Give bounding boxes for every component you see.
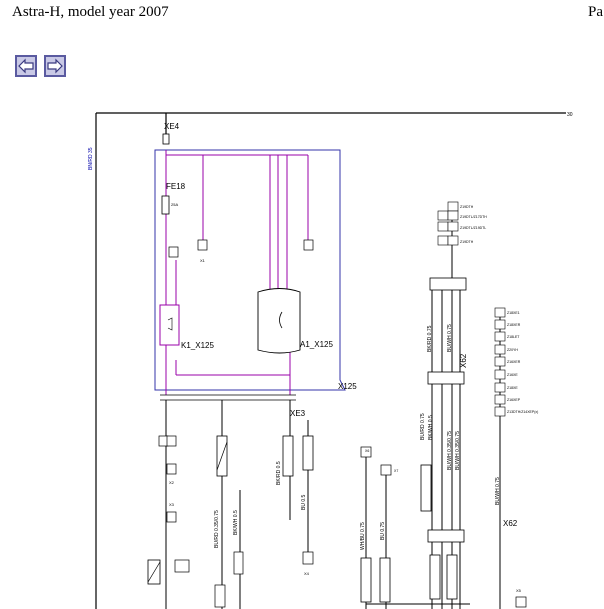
engine-code: Z13DTH/Z14XEP(x) [507,410,538,414]
small-label: X1 [200,258,206,263]
small-label: X7 [394,469,398,473]
x125-label: X125 [338,382,357,391]
a1-label: A1_X125 [300,340,333,349]
ref-30-label: 30 [567,112,573,118]
arrow-left-icon [18,58,34,74]
x62-bottom-label: X62 [503,519,518,528]
wire-code: BK/RD 0.75 [427,325,433,352]
back-button[interactable] [15,55,37,77]
k1-relay [159,304,180,346]
engine-code: Z19DTL/Z17DTH [460,215,487,219]
xe4-label: XE4 [164,122,180,131]
engine-code: Z19DTL/Z19DTL [460,226,486,230]
wire-code: WH/BU 0.75 [360,522,366,550]
a1-module [257,288,301,354]
engine-code: Z16XE [507,373,518,377]
fe18-fuse [161,195,170,215]
wire-code: BU/WH 0.35/0.75 [455,431,461,470]
engine-code: Z19DTH [460,240,474,244]
engine-code: Z16XER [507,360,521,364]
engine-code: Z18XE [507,386,518,390]
xe4-pin [162,133,170,145]
wire-code: BU/RD 0.35/0.75 [214,510,220,548]
fe18-label: FE18 [166,182,186,191]
wire-code: BU/RD 0.75 [420,413,426,440]
wire-code: BK/RD 0.5 [276,461,282,485]
document-title: Astra-H, model year 2007 [12,4,169,20]
left-wire-label: BN/RD 35 [88,147,94,170]
wire-code: BU 0.5 [301,494,307,510]
x62-top-label: X62 [459,353,468,368]
engine-code: Z18XER [507,323,521,327]
small-label: X3 [169,502,175,507]
wire-code: BU/WH 0.35/0.75 [447,431,453,470]
k1-label: K1_X125 [181,341,214,350]
small-label: X4 [304,571,310,576]
small-label: X6 [365,449,369,453]
page-label: Pa [588,4,603,20]
engine-code: Z18XE1 [507,311,520,315]
engine-code: Z16XEP [507,398,521,402]
small-label: X5 [516,588,522,593]
wire-code: BU 0.75 [380,522,386,540]
engine-code: Z18LET [507,335,520,339]
wire-code: BK/WH 0.5 [428,415,434,440]
fuse-rating: 25A [171,202,178,207]
wire-code: BK/WH 0.5 [233,510,239,535]
wire-code: BU/WH 0.75 [495,477,501,505]
forward-button[interactable] [44,55,66,77]
wire-code: BU/WH 0.75 [447,324,453,352]
small-label: X2 [169,480,175,485]
xe3-label: XE3 [290,409,306,418]
engine-code: Z19DTH [460,205,474,209]
engine-code: Z20YH [507,348,518,352]
x125-module-box [154,149,346,391]
arrow-right-icon [47,58,63,74]
